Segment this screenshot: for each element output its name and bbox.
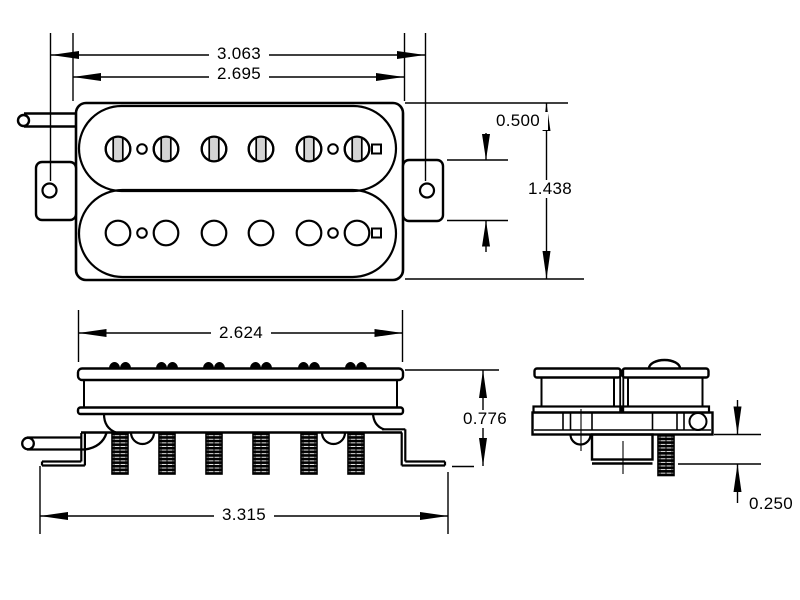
baseplate-leg-right [400,429,447,467]
bobbin-left-body [540,376,615,408]
centerlines [580,409,624,474]
pole-screw-threads [111,432,365,475]
dim-label-bottom-protrusion: 0.250 [741,495,800,513]
dimension-bottom-protrusion [678,400,761,503]
bobbin-right-top-flange [621,367,710,379]
dim-label-body-height: 1.438 [520,180,580,198]
bobbin-screw-bumps [129,432,347,446]
end-view [531,358,714,477]
lead-wire-top [16,112,76,128]
dim-label-mounting-hole-span: 3.063 [209,45,269,63]
baseplate-end [531,411,714,436]
dim-label-body-width: 2.695 [209,65,269,83]
mounting-tab-right [401,158,445,223]
bobbin-side [83,379,398,409]
mounting-hole-left [41,182,58,199]
baseplate-hole [688,412,708,431]
top-view [16,101,445,282]
side-view [21,361,447,475]
baseplate-leg-left [40,433,87,467]
dim-label-height: 0.776 [455,410,515,428]
bobbin-right-body [627,376,704,408]
dim-label-tab-width: 0.500 [488,112,548,130]
bottom-flange [76,406,405,416]
mounting-hole-right [418,182,436,199]
dim-label-top-width: 2.624 [211,324,271,342]
baseplate-side [81,413,406,434]
bobbin-left-top-flange [533,367,622,379]
dimension-height [405,369,499,468]
lead-wire-side [21,432,108,451]
dim-label-overall-length: 3.315 [214,506,274,524]
coil-bobbins-top-view [77,104,398,279]
dimension-tab-width [447,133,508,252]
pole-screw-thread-end [657,433,675,477]
screw-head-bump [647,358,682,369]
magnet-block [590,433,654,465]
top-plate [76,367,405,382]
mounting-tab-left [34,160,78,222]
